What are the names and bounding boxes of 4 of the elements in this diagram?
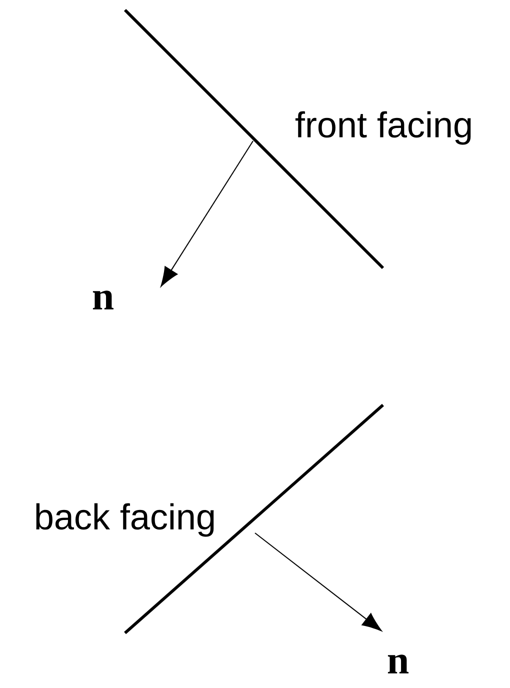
vector-label: n: [388, 654, 409, 674]
vector-label: n: [92, 290, 114, 310]
surface-label: back facing: [36, 503, 214, 537]
surface-label: front facing: [295, 111, 471, 145]
